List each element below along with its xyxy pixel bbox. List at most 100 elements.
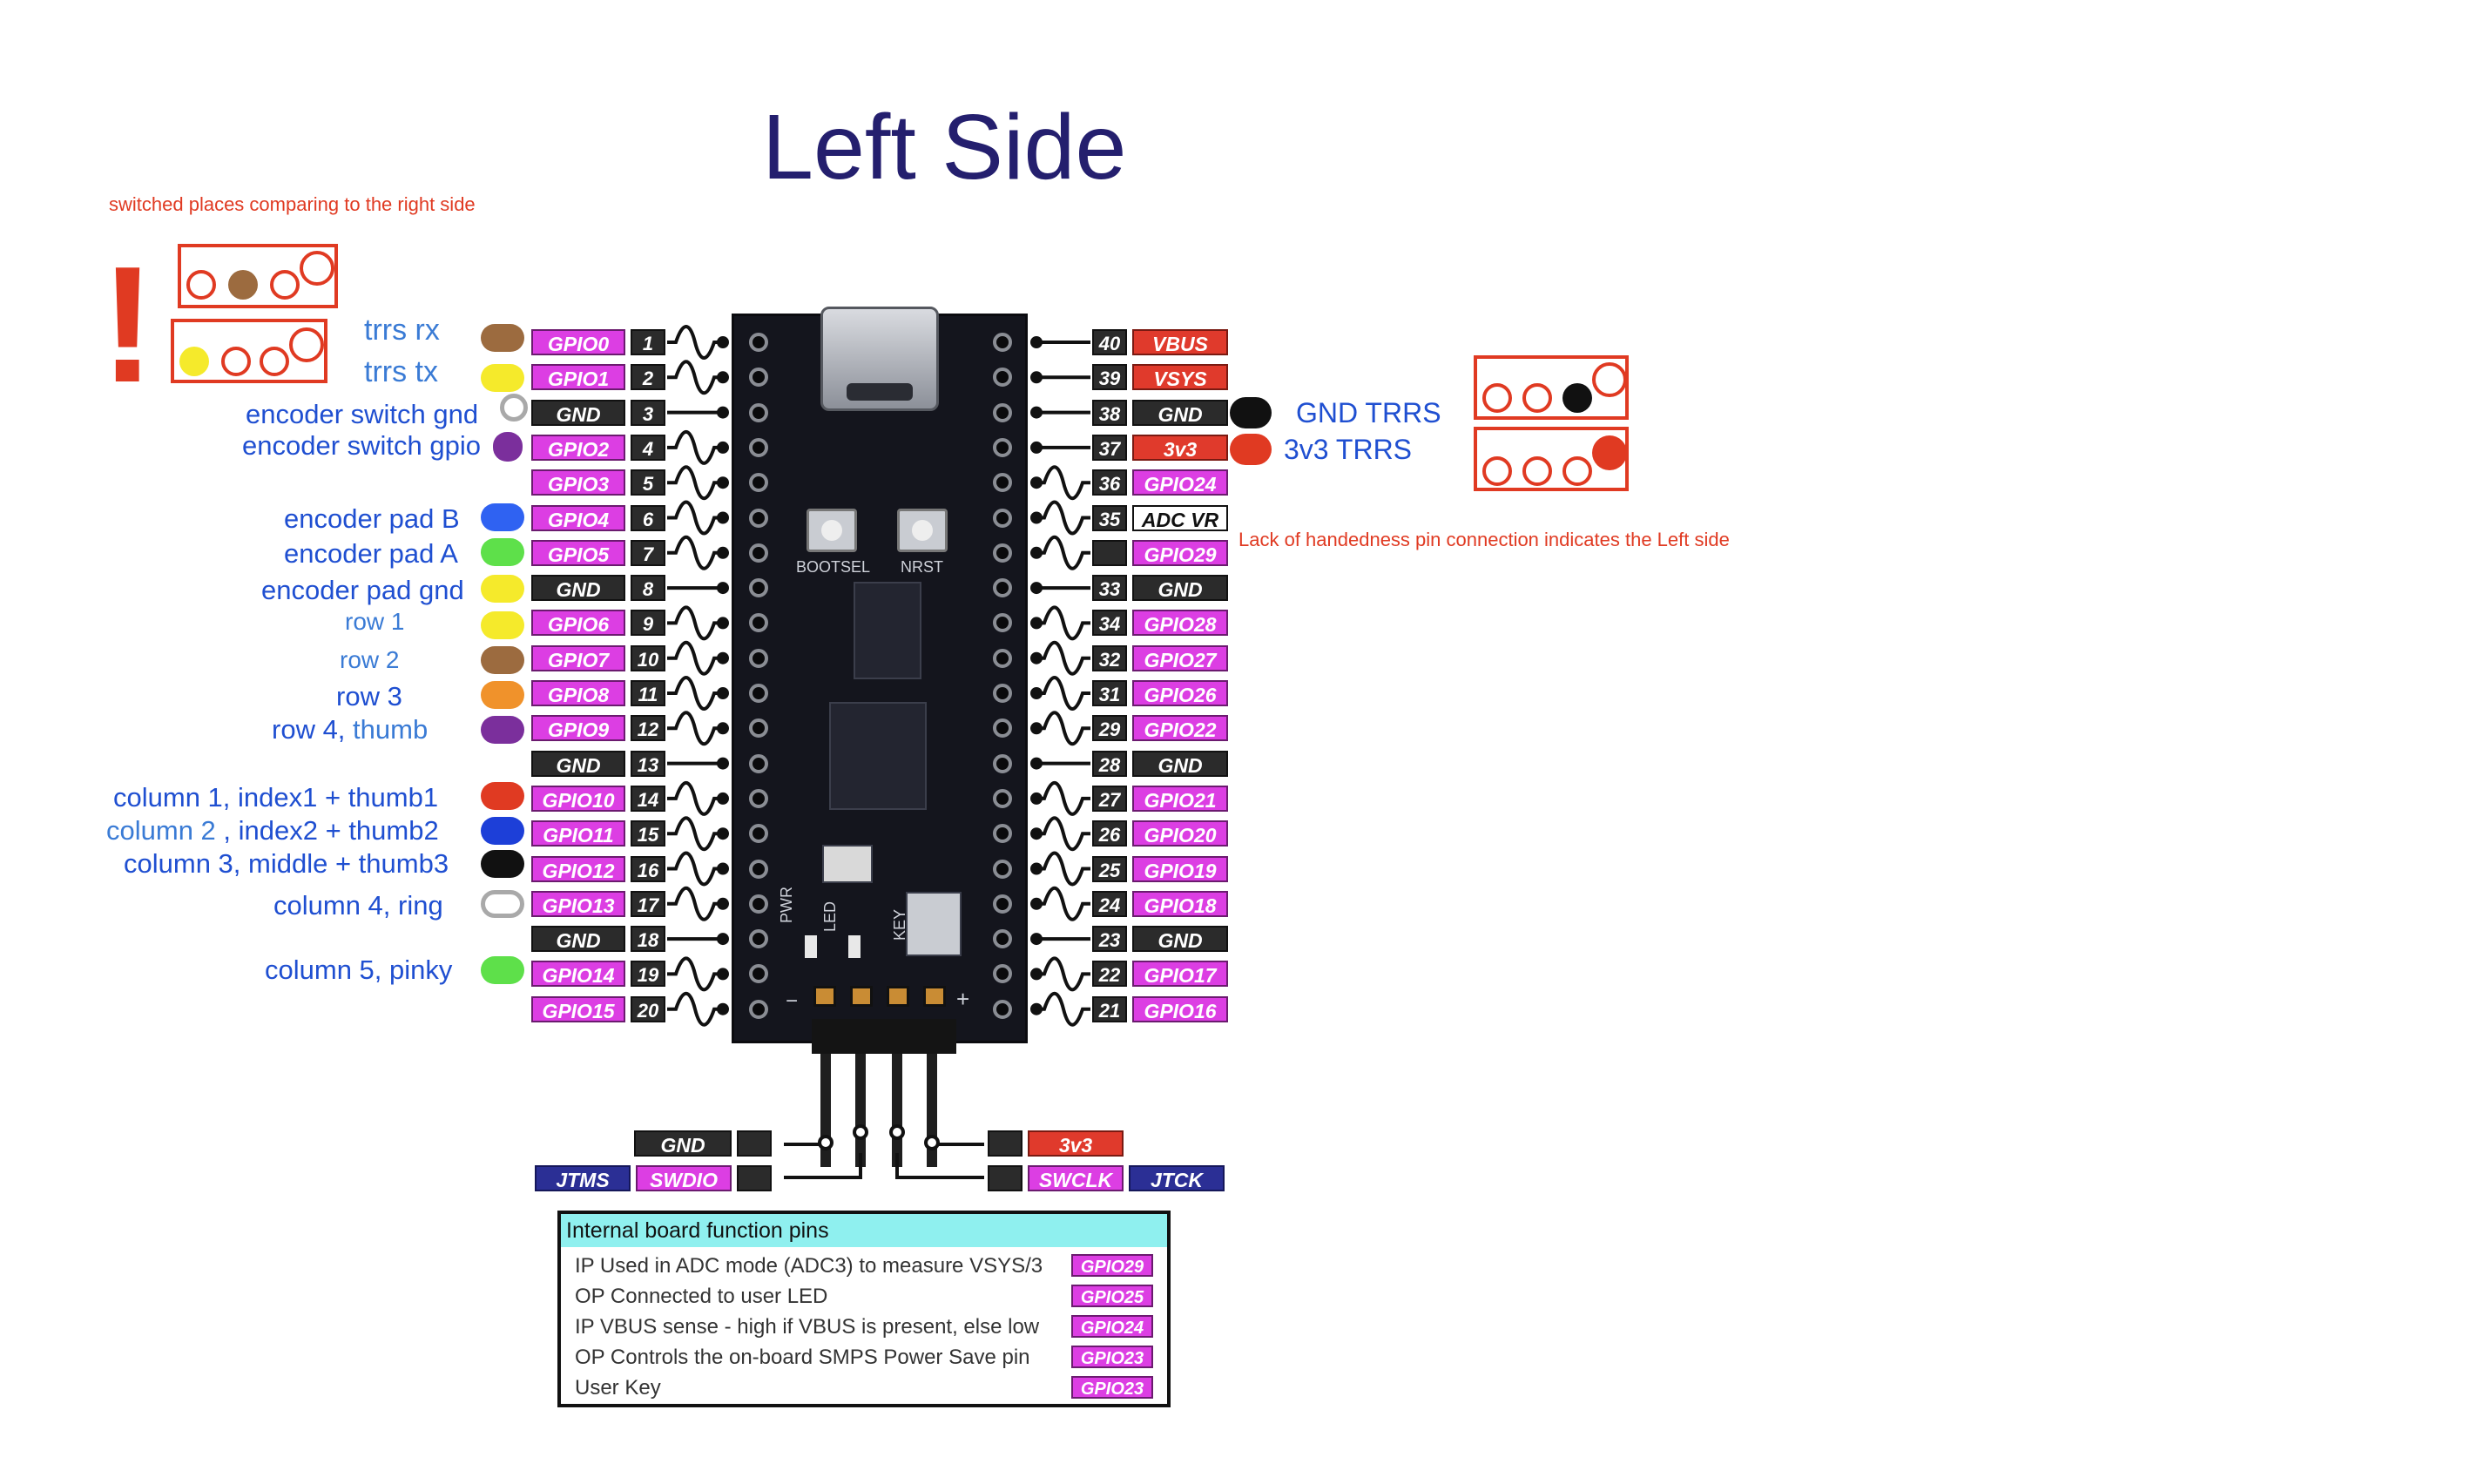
annotation-color-dot xyxy=(481,782,524,810)
pin-hole xyxy=(993,613,1012,633)
annotation-label: encoder switch gpio xyxy=(242,432,481,459)
internal-pin-description: User Key xyxy=(575,1376,661,1400)
annotation-label: encoder pad A xyxy=(284,540,458,567)
pin-number: 29 xyxy=(1092,715,1127,742)
pin-number: 12 xyxy=(631,715,665,742)
pin-label-left: GPIO8 xyxy=(531,680,625,706)
pin-number: 38 xyxy=(1092,399,1127,426)
annotation-label: column 1, index1 + thumb1 xyxy=(113,784,438,811)
reset-button[interactable] xyxy=(897,509,948,552)
debug-pad xyxy=(813,986,836,1007)
debug-pad xyxy=(923,986,946,1007)
pin-label-left: GPIO13 xyxy=(531,890,625,917)
trrs-jack-bottom xyxy=(171,319,327,383)
annotation-color-dot xyxy=(481,817,524,845)
pin-label-right: GPIO29 xyxy=(1132,539,1228,566)
pin-number: 16 xyxy=(631,855,665,882)
pin-hole xyxy=(749,508,768,528)
annotation-text: column 4, ring xyxy=(273,890,443,921)
annotation-label: column 2 , index2 + thumb2 xyxy=(106,817,439,844)
usb-c-slot xyxy=(847,383,913,401)
pin-number: 6 xyxy=(631,504,665,531)
pin-hole xyxy=(993,648,1012,668)
internal-pin-gpio: GPIO23 xyxy=(1071,1346,1153,1368)
pin-label-left: GPIO9 xyxy=(531,715,625,742)
jtms-label: JTMS xyxy=(535,1165,631,1191)
minus-silk: − xyxy=(786,989,799,1013)
pin-number: 23 xyxy=(1092,926,1127,953)
internal-pin-description: IP VBUS sense - high if VBUS is present,… xyxy=(575,1315,1040,1339)
pin-number: 5 xyxy=(631,469,665,496)
pin-label-right: GND xyxy=(1132,575,1228,602)
annotation-color-dot xyxy=(1230,434,1272,465)
annotation-color-dot xyxy=(493,432,523,462)
internal-pin-description: OP Controls the on-board SMPS Power Save… xyxy=(575,1346,1030,1369)
handedness-note: Lack of handedness pin connection indica… xyxy=(1238,529,1730,550)
annotation-text: trrs tx xyxy=(364,355,438,388)
pin-hole xyxy=(993,402,1012,422)
pin-hole xyxy=(749,753,768,773)
pin-hole xyxy=(993,508,1012,528)
pin-number: 18 xyxy=(631,926,665,953)
jack-sleeve xyxy=(1592,362,1627,397)
jack-contact xyxy=(186,270,216,300)
warning-mark: ! xyxy=(100,233,156,417)
pin-number: 7 xyxy=(631,539,665,566)
pin-label-left: GPIO2 xyxy=(531,434,625,461)
pin-hole xyxy=(749,473,768,493)
pin-hole xyxy=(749,964,768,984)
pin-hole xyxy=(749,437,768,457)
annotation-label: encoder switch gnd xyxy=(246,401,478,428)
jtck-label: JTCK xyxy=(1129,1165,1225,1191)
pin-number: 33 xyxy=(1092,575,1127,602)
annotation-text: column 3, middle + thumb3 xyxy=(124,848,449,879)
pin-hole xyxy=(749,578,768,598)
switched-note: switched places comparing to the right s… xyxy=(109,193,476,215)
rp2040-chip xyxy=(829,702,927,810)
pin-hole xyxy=(749,613,768,633)
jack-sleeve xyxy=(300,251,334,286)
annotation-color-dot xyxy=(1230,397,1272,428)
pin-label-right: GPIO21 xyxy=(1132,785,1228,812)
annotation-label: row 2 xyxy=(340,648,399,672)
pin-number: 9 xyxy=(631,610,665,637)
pin-number: 32 xyxy=(1092,644,1127,671)
annotation-label: encoder pad gnd xyxy=(261,577,464,604)
annotation-color-dot xyxy=(481,364,524,392)
annotation-text: trrs rx xyxy=(364,314,440,347)
annotation-label: column 4, ring xyxy=(273,892,443,919)
pin-hole xyxy=(749,684,768,703)
internal-pins-header: Internal board function pins xyxy=(561,1214,1167,1247)
pin-label-right: GPIO24 xyxy=(1132,469,1228,496)
trrs-jack-right-bottom xyxy=(1474,427,1629,491)
pin-number: 28 xyxy=(1092,750,1127,777)
pin-number: 13 xyxy=(631,750,665,777)
pin-number: 11 xyxy=(631,680,665,706)
annotation-label: row 4, thumb xyxy=(272,716,428,743)
annotation-label: column 3, middle + thumb3 xyxy=(124,850,449,877)
pin-number: 4 xyxy=(631,434,665,461)
annotation-suffix: thumb xyxy=(345,714,429,745)
user-key-button[interactable] xyxy=(906,892,962,956)
jack-contact-tx xyxy=(179,347,209,376)
pin-label-right: GPIO26 xyxy=(1132,680,1228,706)
pin-number: 22 xyxy=(1092,961,1127,988)
nrst-silk: NRST xyxy=(901,558,943,576)
pin-hole xyxy=(993,437,1012,457)
pin-label-right: GPIO20 xyxy=(1132,820,1228,847)
flash-chip xyxy=(854,582,921,679)
pin-label-left: GPIO14 xyxy=(531,961,625,988)
jack-contact xyxy=(1522,456,1552,486)
pin-label-right: GPIO19 xyxy=(1132,855,1228,882)
pin-number: 21 xyxy=(1092,995,1127,1022)
pin-label-left: GND xyxy=(531,399,625,426)
pin-hole xyxy=(993,753,1012,773)
annotation-label: encoder pad B xyxy=(284,505,460,532)
internal-pins-table: Internal board function pins IP Used in … xyxy=(557,1211,1171,1407)
bootsel-button[interactable] xyxy=(807,509,857,552)
pin-hole xyxy=(749,718,768,739)
pin-label-left: GPIO5 xyxy=(531,539,625,566)
debug-pad xyxy=(850,986,873,1007)
pin-hole xyxy=(993,718,1012,739)
